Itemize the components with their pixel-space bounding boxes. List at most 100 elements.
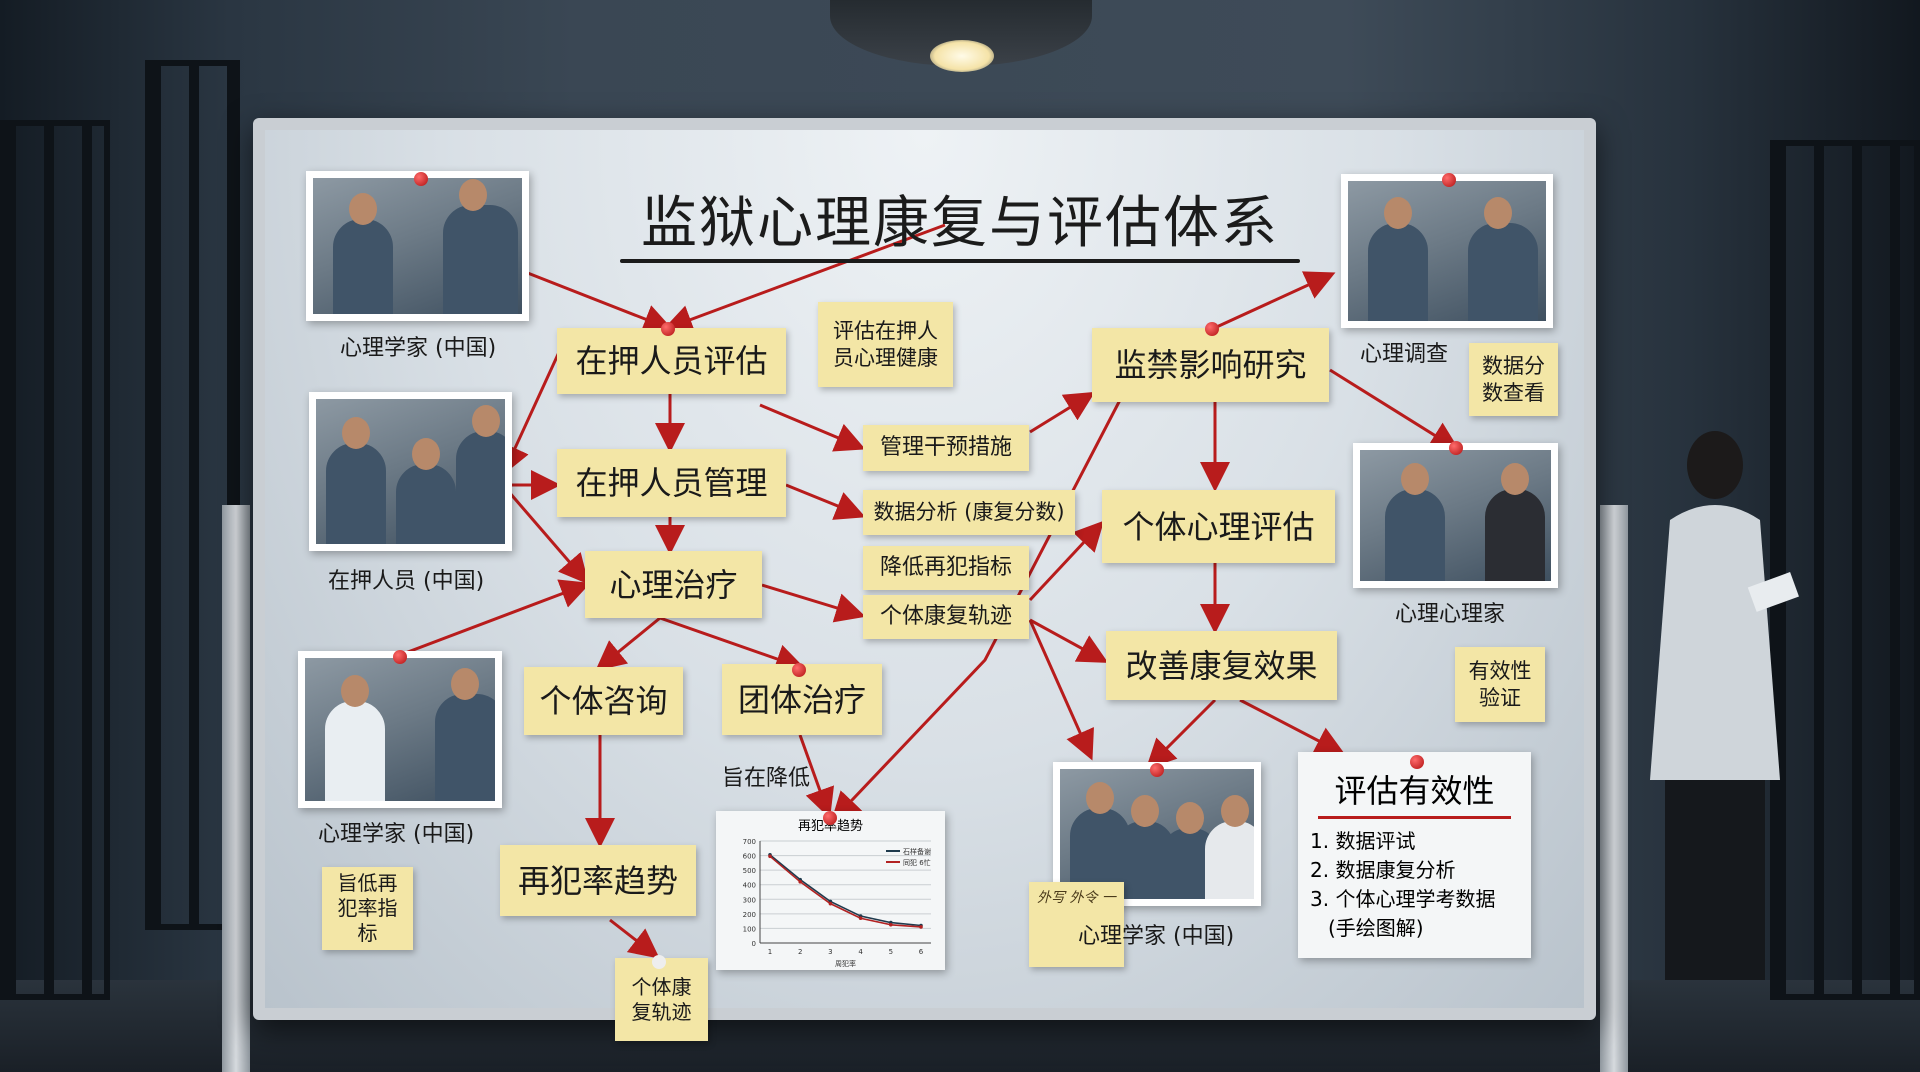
pin	[823, 811, 837, 825]
arrow	[662, 223, 946, 334]
arrow	[519, 268, 674, 334]
photo-caption: 心理学家 (中国)	[340, 336, 497, 361]
arrow	[830, 399, 1122, 823]
note-improve-outcome: 改善康复效果	[1106, 631, 1337, 700]
note-psychotherapy: 心理治疗	[585, 551, 762, 618]
pin	[1205, 322, 1219, 336]
x-tick-label: 5	[889, 948, 893, 956]
note-data-analysis: 数据分析 (康复分数)	[863, 490, 1075, 535]
note-inmate-management: 在押人员管理	[557, 449, 786, 517]
lamp-bulb	[930, 40, 994, 72]
validity-underline	[1318, 816, 1511, 819]
arrow	[1028, 619, 1094, 761]
recidivism-chart-card: 再犯率趋势 0 100 200 300 400 500 600 700 1 2 3 4 5 6 周犯率 石样备…	[716, 811, 945, 970]
y-tick-label: 400	[743, 882, 756, 890]
data-point	[828, 901, 833, 906]
y-tick-label: 100	[743, 925, 756, 933]
pin	[1150, 763, 1164, 777]
arrow	[1145, 698, 1217, 770]
note-low-recidivism: 旨低再犯率指标	[322, 867, 413, 950]
validity-item: (手绘图解)	[1328, 916, 1424, 940]
note-intervention: 管理干预措施	[863, 425, 1029, 471]
board-title: 监狱心理康复与评估体系	[641, 191, 1279, 256]
board-stand-right	[1600, 505, 1628, 1072]
x-tick-label: 6	[919, 948, 924, 956]
chart-title: 再犯率趋势	[797, 819, 863, 834]
photo-psychologist-session	[1353, 443, 1558, 588]
validity-item: 2. 数据康复分析	[1310, 858, 1456, 882]
data-point	[919, 925, 923, 929]
note-inmate-assessment: 在押人员评估	[557, 328, 786, 394]
y-tick-label: 0	[752, 940, 756, 948]
arrow	[399, 579, 591, 657]
arrow	[798, 734, 835, 819]
arrow	[1209, 271, 1336, 332]
legend-label: 石样备谢	[903, 847, 931, 856]
note-assess-health: 评估在押人员心理健康	[818, 302, 953, 387]
note-individual-eval: 个体心理评估	[1102, 490, 1335, 563]
note-individual-counseling: 个体咨询	[524, 667, 683, 735]
series-line	[769, 855, 922, 928]
data-point	[858, 916, 863, 921]
cell-bars-right	[1770, 140, 1920, 1000]
arrow	[785, 483, 866, 520]
photo-psychologist-interview	[306, 171, 529, 321]
arrow	[1239, 698, 1346, 755]
photo-caption: 心理心理家	[1395, 602, 1506, 627]
series-line	[769, 854, 922, 927]
validity-card: 评估有效性 1. 数据评试 2. 数据康复分析 3. 个体心理学考数据 (手绘图…	[1298, 752, 1531, 958]
note-validity: 有效性验证	[1455, 647, 1545, 722]
arrow	[1028, 520, 1105, 602]
arrow	[659, 616, 806, 674]
pin	[1410, 755, 1424, 769]
data-point	[889, 922, 893, 927]
x-axis-label: 周犯率	[835, 959, 856, 968]
title-underline	[620, 259, 1300, 263]
x-tick-label: 3	[828, 948, 832, 956]
arrow	[595, 616, 661, 671]
arrow	[759, 403, 866, 452]
note-trajectory: 个体康复轨迹	[863, 595, 1029, 639]
pin	[1442, 173, 1456, 187]
note-trajectory-2: 个体康复轨迹	[615, 958, 708, 1041]
legend-label: 同犯 6忙	[903, 858, 931, 867]
note-recidivism-trend: 再犯率趋势	[500, 845, 696, 916]
note-impact-study: 监禁影响研究	[1092, 328, 1329, 402]
x-tick-label: 1	[768, 948, 772, 956]
photo-caption: 心理学家 (中国)	[1078, 924, 1235, 949]
arrow	[501, 349, 562, 476]
board-stand-left	[222, 505, 250, 1072]
x-tick-label: 4	[858, 948, 863, 956]
validity-item: 1. 数据评试	[1310, 829, 1416, 853]
pin	[792, 663, 806, 677]
y-tick-label: 600	[743, 853, 756, 861]
arrow	[1329, 368, 1461, 452]
arrow	[1029, 618, 1109, 663]
y-tick-label: 200	[743, 911, 756, 919]
photo-caption: 在押人员 (中国)	[328, 569, 485, 594]
note-data-view: 数据分数查看	[1469, 343, 1558, 416]
data-point	[768, 854, 772, 859]
photo-caption: 心理学家 (中国)	[318, 822, 475, 847]
validity-card-title: 评估有效性	[1334, 772, 1495, 810]
arrow	[1029, 391, 1096, 434]
photo-counseling	[298, 651, 502, 808]
photo-caption: 心理调查	[1360, 342, 1449, 367]
arrow	[761, 583, 866, 623]
note-scribble: 外写 外令 一	[1029, 882, 1124, 967]
y-tick-label: 700	[743, 838, 756, 846]
pin	[661, 322, 675, 336]
photo-survey	[1341, 174, 1553, 328]
pin	[1449, 441, 1463, 455]
pin	[393, 650, 407, 664]
data-point	[798, 880, 802, 884]
y-tick-label: 300	[743, 896, 756, 904]
validity-item: 3. 个体心理学考数据	[1310, 887, 1496, 911]
label-aim-reduce: 旨在降低	[722, 766, 811, 791]
x-tick-label: 2	[798, 948, 802, 956]
y-tick-label: 500	[743, 867, 756, 875]
cell-bars-left	[0, 120, 110, 1000]
person-in-lab-coat	[1650, 431, 1799, 980]
